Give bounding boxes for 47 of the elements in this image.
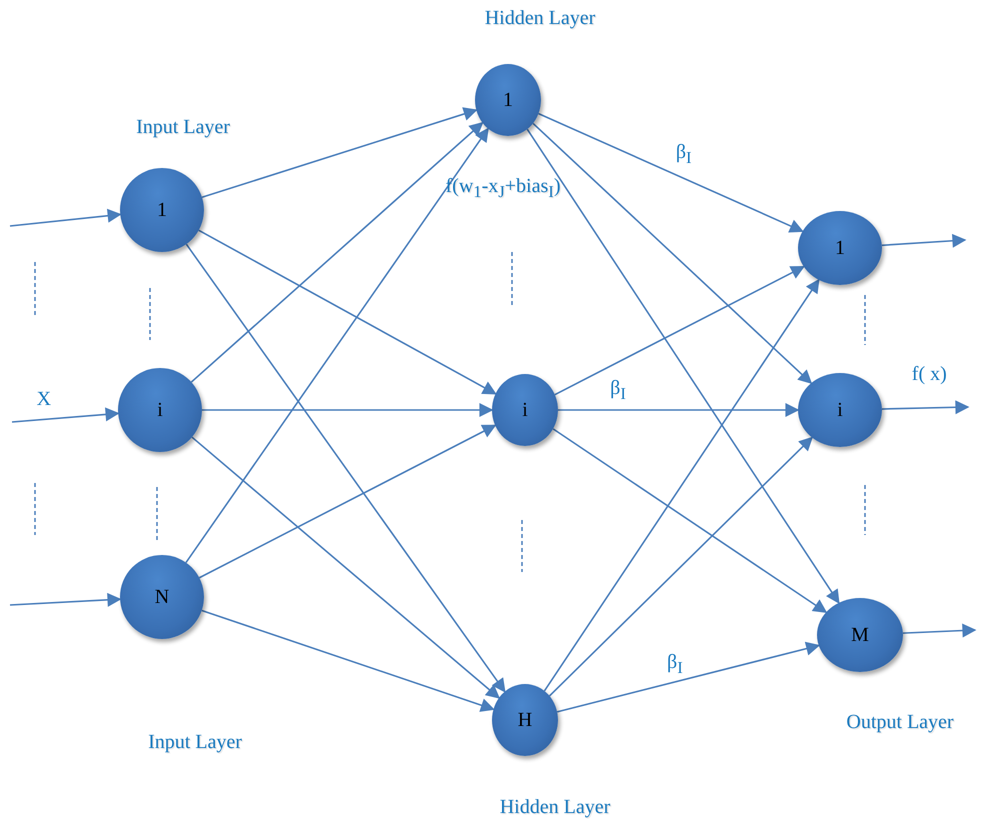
arrow: [538, 112, 804, 233]
arrow: [202, 107, 478, 198]
layer-label: Hidden Layer: [500, 796, 610, 818]
neuron-label: i: [157, 398, 163, 422]
layer-label: Input Layer: [136, 116, 230, 138]
neuron-label: i: [522, 398, 528, 422]
neuron-label: N: [154, 586, 170, 608]
arrow: [554, 266, 805, 396]
arrow: [882, 400, 970, 414]
arrow: [556, 642, 820, 713]
neuron-label: M: [851, 624, 869, 646]
arrow: [190, 122, 484, 383]
arrow: [548, 436, 813, 696]
arrow: [544, 278, 820, 692]
neuron-circle: [798, 211, 882, 285]
neuron-label: H: [518, 708, 532, 732]
neuron-label: 1: [157, 198, 167, 222]
neuron-label: 1: [503, 88, 513, 112]
arrow: [186, 244, 506, 693]
arrow: [558, 403, 800, 417]
arrow: [10, 592, 122, 607]
neuron-circle: [475, 64, 541, 136]
arrow: [202, 403, 494, 417]
layer-label: Input Layer: [148, 730, 242, 754]
neuron-circle: [817, 598, 903, 672]
arrow: [202, 610, 495, 712]
arrow: [902, 624, 976, 638]
neuron-circle: [120, 555, 204, 639]
neuron-circle: [492, 374, 558, 446]
edge-label: f( x): [910, 362, 948, 385]
arrow: [882, 234, 966, 248]
layer-label: Output Layer: [846, 710, 954, 734]
arrow: [198, 230, 497, 394]
arrow: [198, 424, 496, 578]
layer-label: f(w$_{1}$-x$_{J}$+bias$_{I}$): [446, 174, 560, 202]
arrow: [552, 428, 828, 614]
arrow: [526, 128, 840, 604]
neuron-label: 1: [835, 236, 845, 260]
arrow: [12, 407, 120, 423]
arrow: [192, 436, 500, 699]
neuron-label: i: [837, 398, 843, 422]
arrow: [532, 122, 812, 384]
arrow: [185, 128, 489, 563]
arrow: [10, 208, 122, 227]
neuron-circle: [492, 684, 558, 756]
layer-label: Hidden Layer: [484, 6, 596, 30]
neuron-circle: [798, 373, 882, 447]
